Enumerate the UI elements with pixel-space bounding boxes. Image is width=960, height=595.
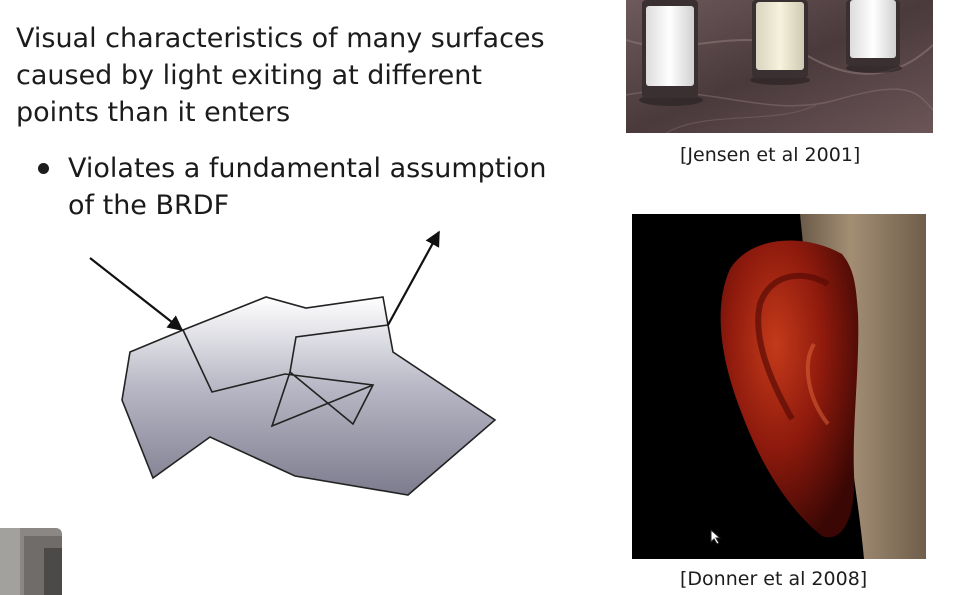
intro-line-2: caused by light exiting at different xyxy=(16,60,482,91)
material-slab-shape xyxy=(121,296,497,496)
intro-line-1: Visual characteristics of many surfaces xyxy=(16,23,545,54)
scattering-path-loop xyxy=(270,371,374,428)
mouse-pointer-icon xyxy=(710,529,722,545)
outgoing-light-arrow xyxy=(387,230,440,326)
webcam-overlay xyxy=(0,528,62,595)
subsurface-scattering-diagram xyxy=(89,230,497,496)
bottom-figure-caption: [Donner et al 2008] xyxy=(680,568,868,590)
intro-line-3: points than it enters xyxy=(16,97,291,128)
intro-paragraph: Visual characteristics of many surfaces … xyxy=(16,20,576,131)
bullet-dot-icon xyxy=(38,163,49,174)
top-figure-caption: [Jensen et al 2001] xyxy=(680,144,861,166)
bullet-line-1: Violates a fundamental assumption xyxy=(68,153,547,184)
scattering-path-line xyxy=(182,324,389,426)
incoming-light-arrow xyxy=(89,257,184,331)
ear-skin-render-image xyxy=(632,214,926,559)
milk-glasses-render-image xyxy=(626,0,933,133)
bullet-text: Violates a fundamental assumption of the… xyxy=(68,150,547,224)
bullet-line-2: of the BRDF xyxy=(68,190,230,221)
